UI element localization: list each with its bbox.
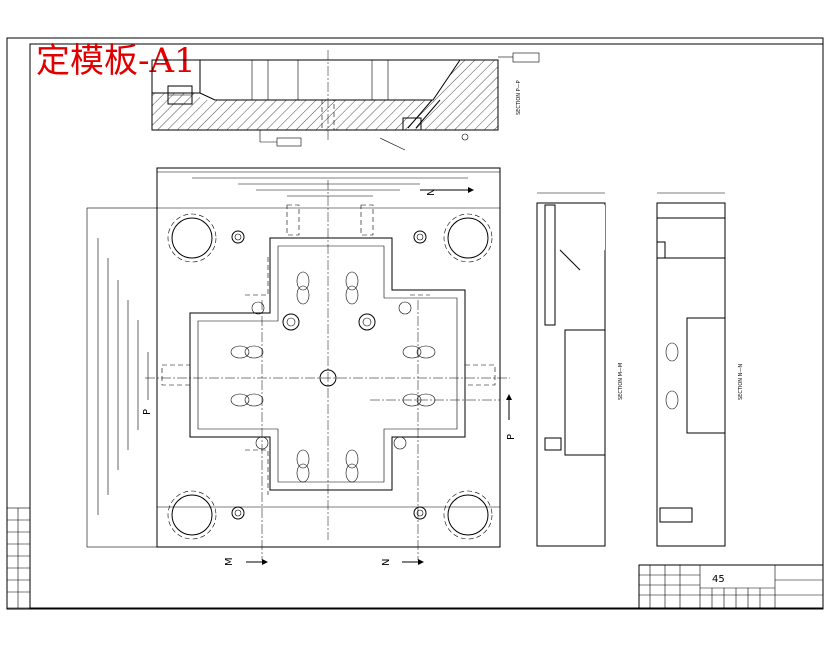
inner-border — [29, 43, 824, 609]
cut-letter-n: N — [381, 559, 392, 566]
section-label-mm: SECTION M—M — [618, 363, 624, 400]
section-view-pp — [151, 50, 540, 151]
title-block-number: 45 — [712, 574, 725, 585]
cut-letter-p-left: P — [142, 409, 153, 415]
cut-letter-p: P — [506, 434, 517, 440]
plan-view — [86, 167, 510, 560]
section-view-mm — [536, 192, 606, 547]
section-label-nn: SECTION N—N — [738, 364, 744, 400]
section-label-pp: SECTION P—P — [516, 80, 522, 115]
title-block — [638, 564, 824, 609]
revision-column — [6, 507, 31, 609]
cut-letter-m: M — [224, 557, 235, 566]
cut-letter-n-top: N — [426, 189, 437, 196]
drawing-title: 定模板-A1 — [36, 41, 196, 81]
cut-markers — [246, 187, 512, 565]
section-view-nn — [656, 192, 726, 547]
